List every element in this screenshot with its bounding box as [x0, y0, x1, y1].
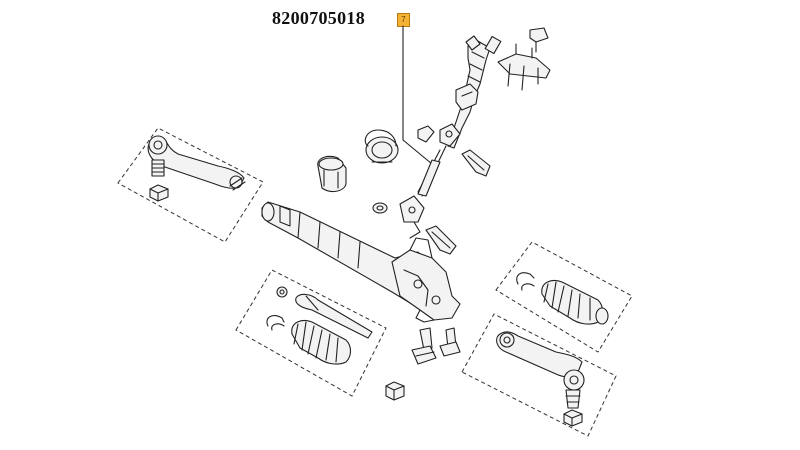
group-right-boot	[495, 241, 633, 353]
part-number-label: 8200705018	[272, 8, 365, 28]
shaft-clamp-bolts	[425, 149, 491, 255]
lock-nut	[385, 381, 405, 401]
shaft-bushings	[372, 125, 435, 214]
steering-rack-housing	[261, 201, 461, 323]
group-right-tie-rod-end	[461, 313, 617, 437]
leader-line	[402, 25, 433, 165]
group-left-tie-rod-end	[117, 127, 264, 243]
steering-column-shaft	[399, 35, 502, 239]
steering-boot-grommet	[364, 129, 399, 164]
rack-mount-bushing	[317, 155, 347, 193]
column-mount-bracket	[497, 27, 551, 91]
group-left-boot-tie-rod	[235, 269, 387, 397]
rack-mount-bolts	[411, 327, 461, 365]
